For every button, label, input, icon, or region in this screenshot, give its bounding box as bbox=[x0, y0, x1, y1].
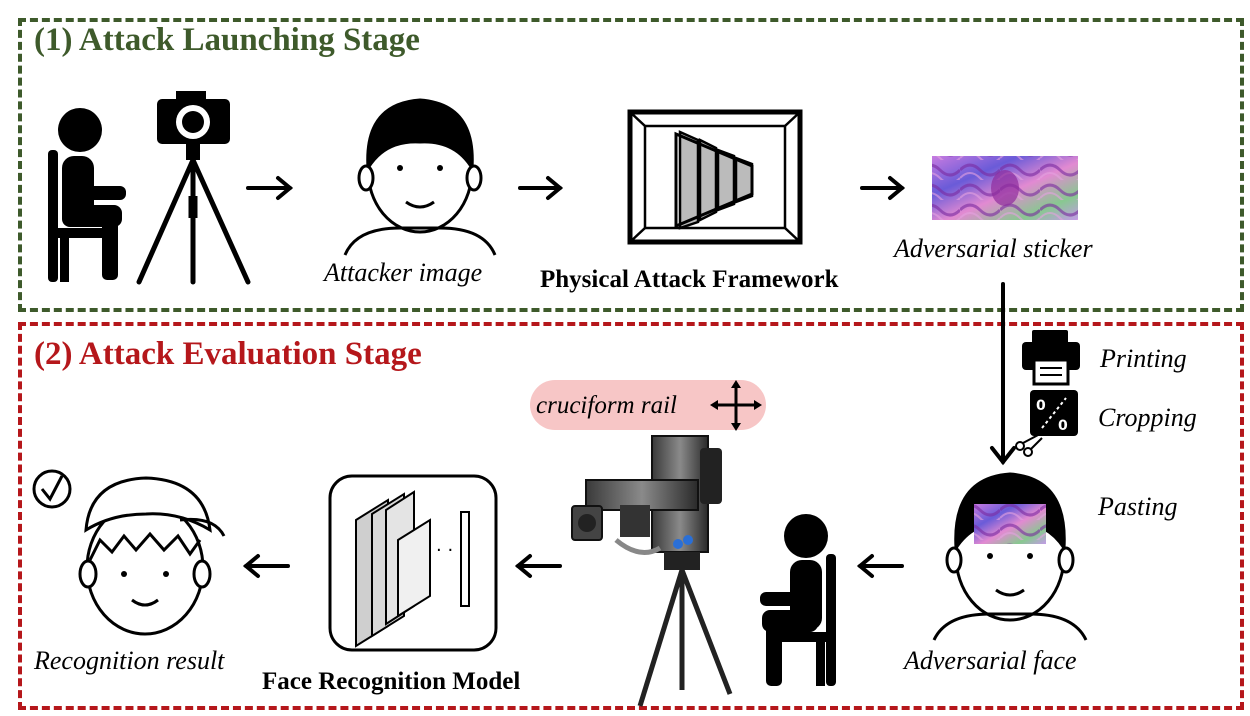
svg-text:0: 0 bbox=[1036, 398, 1046, 414]
seated-person-icon bbox=[760, 514, 836, 686]
seated-person-icon bbox=[48, 108, 126, 282]
adversarial-face-icon bbox=[932, 472, 1088, 641]
svg-text:0: 0 bbox=[1058, 418, 1068, 434]
cropping-step-label: Cropping bbox=[1098, 403, 1197, 432]
pasting-step-label: Pasting bbox=[1098, 492, 1178, 521]
stage1-title: (1) Attack Launching Stage bbox=[34, 22, 420, 58]
check-circle-icon bbox=[32, 469, 72, 509]
cropping-icon: 0 0 bbox=[1015, 390, 1078, 457]
flow-arrow-down bbox=[990, 282, 1016, 466]
svg-text:· · ·: · · · bbox=[436, 540, 465, 561]
recognition-result-caption: Recognition result bbox=[34, 646, 225, 675]
camera-tripod-icon bbox=[136, 91, 251, 285]
framework-icon bbox=[627, 109, 803, 245]
flow-arrow-left bbox=[514, 554, 562, 578]
flow-arrow-left bbox=[242, 554, 290, 578]
printer-icon bbox=[1022, 330, 1080, 386]
adversarial-face-caption: Adversarial face bbox=[904, 646, 1077, 675]
adversarial-sticker-image bbox=[932, 156, 1078, 220]
attacker-image-caption: Attacker image bbox=[324, 258, 483, 287]
flow-arrow bbox=[246, 176, 294, 200]
adversarial-sticker-caption: Adversarial sticker bbox=[894, 234, 1093, 263]
stage2-title: (2) Attack Evaluation Stage bbox=[34, 336, 422, 372]
cruciform-rail-label: cruciform rail bbox=[536, 392, 677, 419]
recognition-result-face-icon bbox=[78, 476, 226, 636]
flow-arrow bbox=[860, 176, 906, 200]
attack-evaluation-stage-box bbox=[18, 322, 1244, 710]
flow-arrow-left bbox=[856, 554, 904, 578]
neural-network-icon: · · · bbox=[328, 474, 498, 652]
move-arrows-icon bbox=[710, 380, 762, 431]
physical-attack-framework-caption: Physical Attack Framework bbox=[540, 266, 839, 293]
attack-launching-stage-box bbox=[18, 18, 1244, 312]
rail-camera-rig-icon bbox=[571, 435, 733, 707]
attacker-face-icon bbox=[343, 98, 497, 256]
printing-step-label: Printing bbox=[1100, 344, 1187, 373]
flow-arrow bbox=[518, 176, 564, 200]
face-recognition-model-caption: Face Recognition Model bbox=[262, 668, 521, 695]
